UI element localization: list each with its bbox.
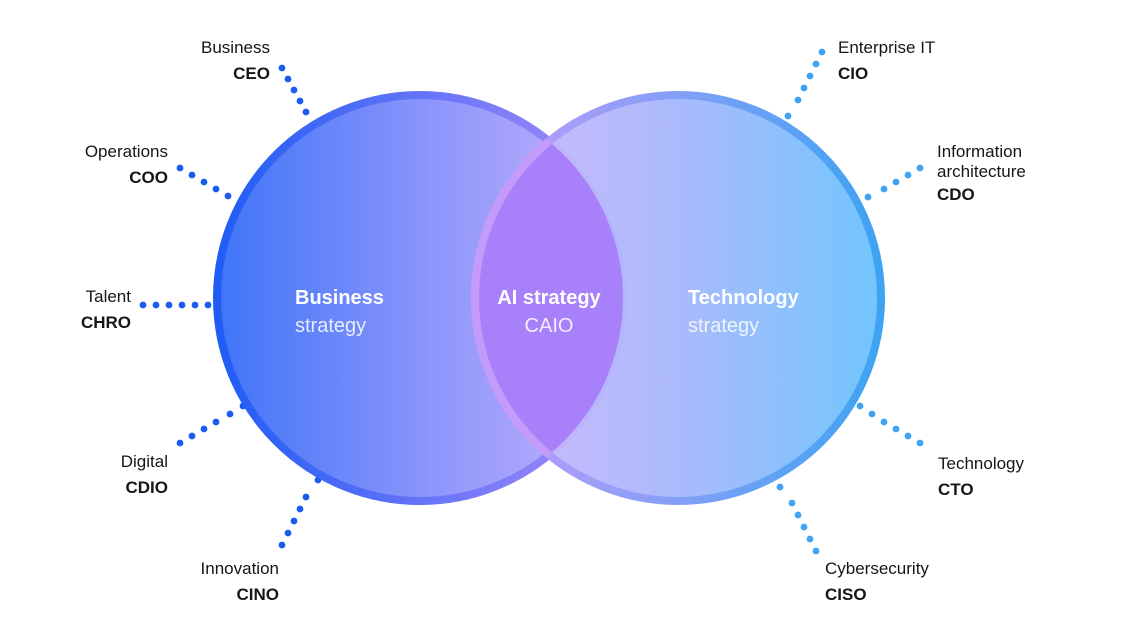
role-ciso: Cybersecurity CISO bbox=[825, 556, 929, 608]
role-abbr: CIO bbox=[838, 64, 869, 83]
technology-strategy-title: Technology bbox=[688, 287, 799, 309]
role-abbr: COO bbox=[129, 168, 168, 187]
role-cio: Enterprise IT CIO bbox=[838, 35, 935, 87]
role-abbr: CTO bbox=[938, 480, 974, 499]
technology-strategy-label: Technology strategy bbox=[688, 284, 799, 340]
ai-strategy-label: AI strategy CAIO bbox=[469, 284, 629, 340]
right-connectors bbox=[776, 48, 924, 555]
technology-strategy-subtitle: strategy bbox=[688, 315, 760, 337]
role-area: Innovation bbox=[200, 559, 279, 578]
role-area: Technology bbox=[938, 454, 1025, 473]
ai-overlap bbox=[471, 95, 623, 501]
connector-coo bbox=[176, 164, 232, 200]
role-abbr: CDO bbox=[937, 185, 975, 204]
role-abbr: CEO bbox=[233, 64, 270, 83]
role-cdo: Information architecture CDO bbox=[937, 142, 1026, 208]
left-connectors bbox=[139, 64, 322, 549]
role-area-line1: Information bbox=[937, 142, 1023, 161]
business-strategy-label: Business strategy bbox=[295, 284, 384, 340]
role-area: Enterprise IT bbox=[838, 38, 936, 57]
role-coo: Operations COO bbox=[85, 139, 168, 191]
connector-chro bbox=[139, 301, 212, 309]
connector-cdio bbox=[176, 402, 247, 447]
connector-cdo bbox=[864, 164, 924, 201]
role-cino: Innovation CINO bbox=[201, 556, 279, 608]
connector-cino bbox=[278, 476, 322, 549]
role-abbr: CDIO bbox=[125, 478, 169, 497]
connector-cto bbox=[856, 402, 924, 447]
role-area: Cybersecurity bbox=[825, 559, 929, 578]
role-area: Operations bbox=[84, 142, 168, 161]
role-area: Digital bbox=[120, 452, 168, 471]
connector-cio bbox=[784, 48, 826, 120]
role-area: Talent bbox=[85, 287, 131, 306]
role-chro: Talent CHRO bbox=[81, 284, 131, 336]
connector-ceo bbox=[278, 64, 310, 116]
business-strategy-title: Business bbox=[295, 287, 384, 309]
role-cto: Technology CTO bbox=[938, 451, 1024, 503]
role-cdio: Digital CDIO bbox=[121, 449, 168, 501]
role-area-line2: architecture bbox=[937, 162, 1026, 181]
role-abbr: CINO bbox=[236, 585, 280, 604]
caio-label: CAIO bbox=[524, 315, 574, 337]
business-strategy-subtitle: strategy bbox=[295, 315, 367, 337]
role-abbr: CISO bbox=[825, 585, 867, 604]
role-ceo: Business CEO bbox=[201, 35, 270, 87]
ai-strategy-title: AI strategy bbox=[497, 287, 601, 309]
connector-ciso bbox=[776, 483, 820, 555]
role-area: Business bbox=[201, 38, 270, 57]
role-abbr: CHRO bbox=[80, 313, 131, 332]
